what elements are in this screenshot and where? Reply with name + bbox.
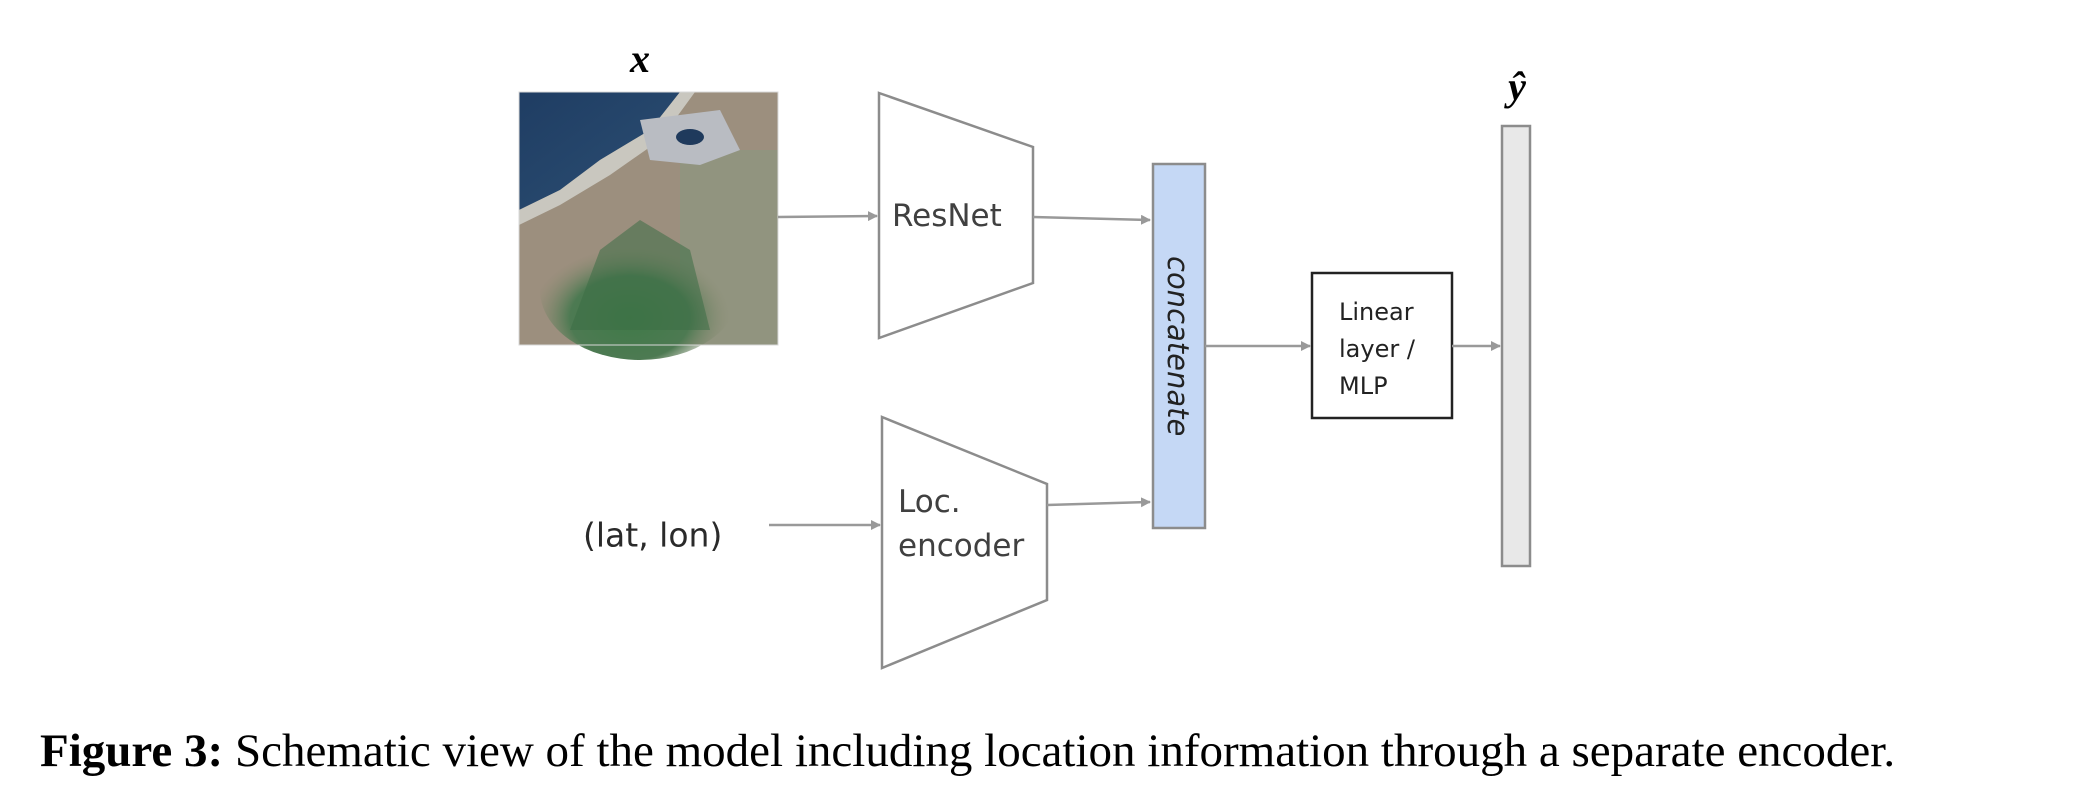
linear-label-line3: MLP xyxy=(1339,372,1388,400)
loc-encoder-label-line1: Loc. xyxy=(898,484,961,520)
linear-mlp-block xyxy=(1310,271,1454,420)
satellite-image xyxy=(518,91,779,360)
resnet-label: ResNet xyxy=(892,198,1002,234)
resnet-block xyxy=(877,91,1035,340)
figure-caption: Figure 3: Schematic view of the model in… xyxy=(40,728,2080,775)
figure-number: Figure 3: xyxy=(40,725,224,777)
linear-label-line1: Linear xyxy=(1339,298,1414,326)
arrow-image-to-resnet xyxy=(777,211,878,222)
output-label: ŷ xyxy=(1504,64,1526,109)
location-encoder-block xyxy=(880,415,1049,670)
caption-text: Schematic view of the model including lo… xyxy=(223,725,1896,777)
arrow-resnet-to-concat xyxy=(1032,214,1151,225)
linear-label-line2: layer / xyxy=(1339,335,1416,363)
output-vector xyxy=(1500,124,1532,568)
location-input-label: (lat, lon) xyxy=(583,516,722,555)
concatenate-block xyxy=(1151,162,1207,530)
loc-encoder-label-line2: encoder xyxy=(898,528,1024,564)
input-image-label: x xyxy=(629,36,650,81)
arrow-encoder-to-concat xyxy=(1046,497,1151,508)
concatenate-label: concatenate xyxy=(1161,256,1195,436)
